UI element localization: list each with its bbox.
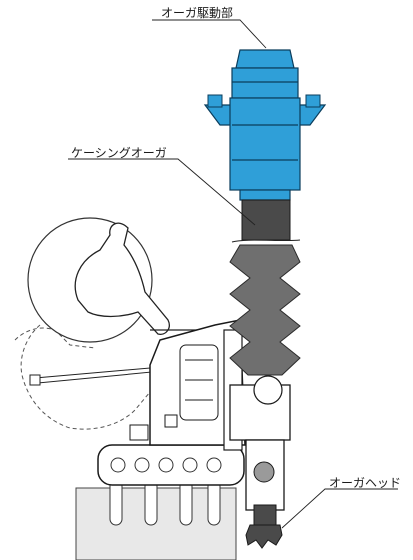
label-casing-auger: ケーシングオーガ [71, 146, 167, 160]
crawler-rollers [110, 457, 222, 473]
label-auger-head: オーガヘッド [329, 476, 402, 490]
casing-wire [231, 239, 301, 243]
drive-side-mounts [207, 94, 321, 108]
label-auger-drive: オーガ駆動部 [161, 6, 234, 20]
auger-drive-unit [203, 49, 327, 201]
cab-detail [129, 344, 219, 441]
leader-casing [68, 158, 256, 226]
auger-head-body [253, 504, 277, 526]
casing-shaft [241, 199, 291, 241]
crawler-track [97, 444, 245, 486]
leader-drive [152, 19, 267, 49]
bellows-cover [229, 244, 301, 376]
swing-range-dashed [20, 324, 151, 430]
shaft-joint [253, 461, 275, 483]
outrigger-pad [29, 374, 41, 386]
outrigger-arm [34, 367, 153, 384]
lever-shape [74, 222, 170, 335]
leader-head [281, 488, 398, 529]
gear-wheel [253, 375, 283, 405]
auger-head-bits [245, 524, 283, 549]
